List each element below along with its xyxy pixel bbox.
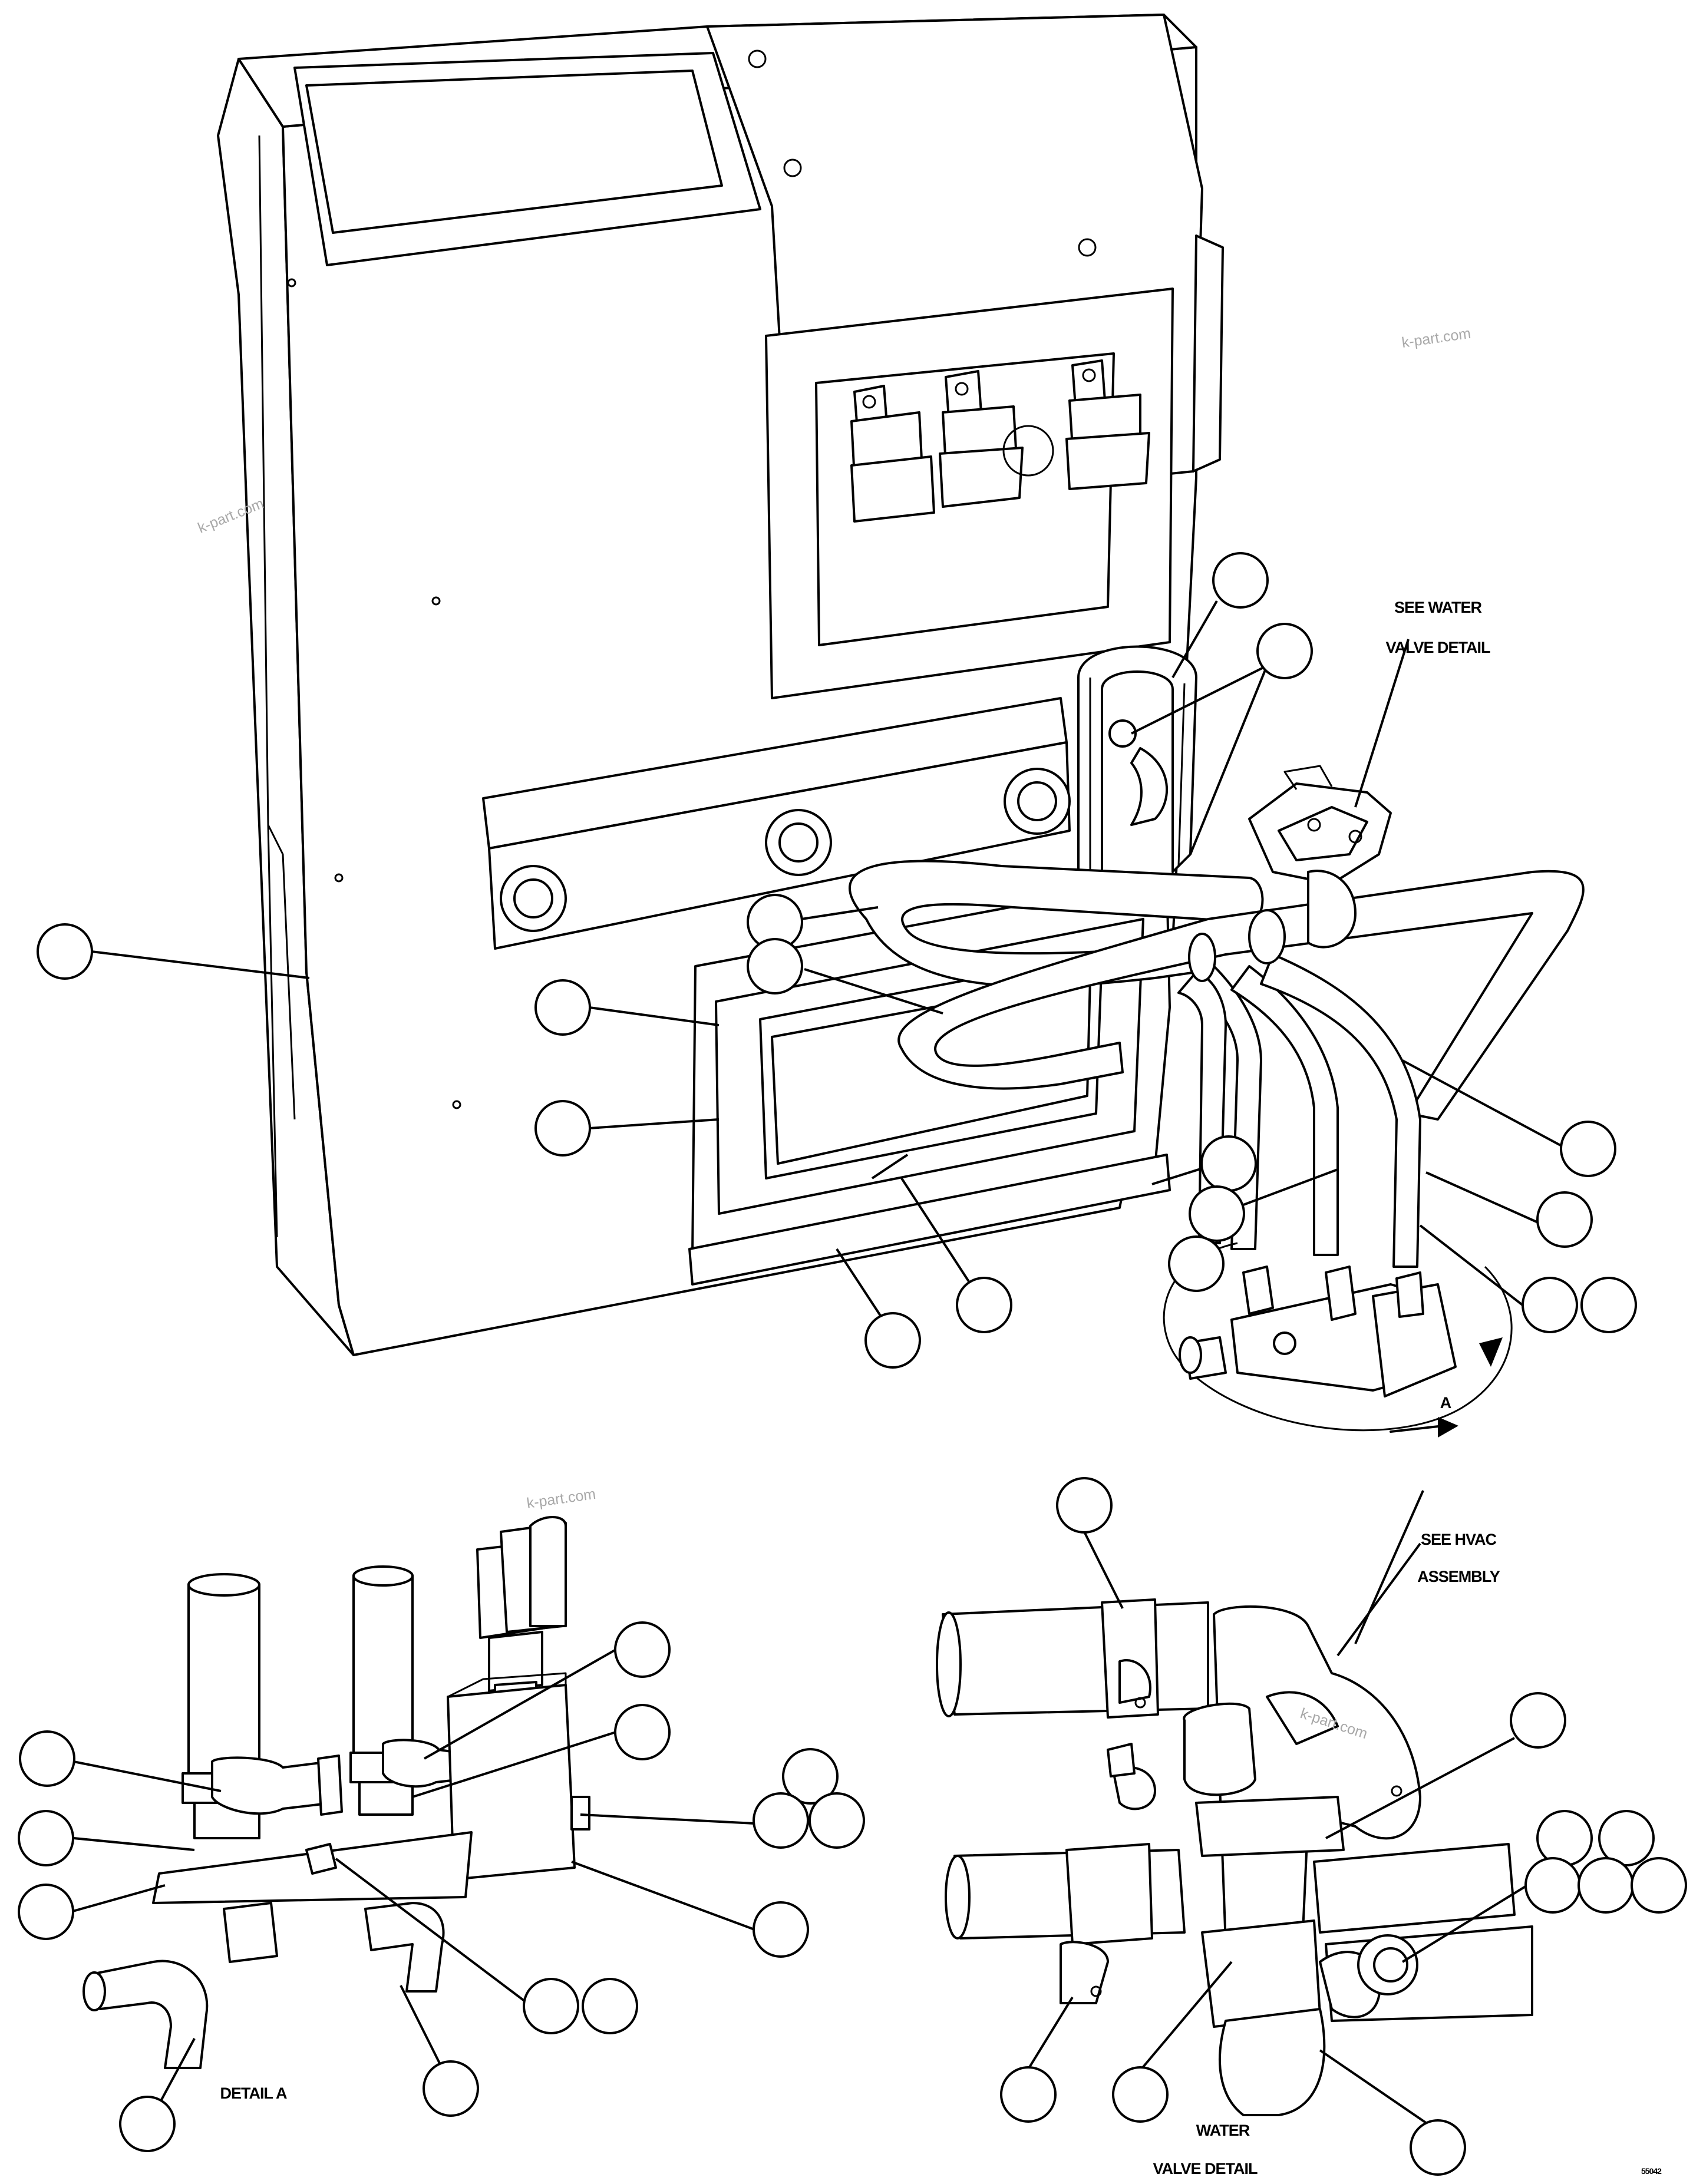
callout-bubble [19, 1730, 75, 1787]
callout-bubble [423, 2060, 479, 2117]
callout-bubble [1112, 2066, 1169, 2123]
callout-bubble [1522, 1277, 1578, 1333]
callout-bubble [1168, 1235, 1225, 1292]
callout-bubble [523, 1978, 579, 2034]
callout-bubble [1510, 1692, 1566, 1749]
callout-bubble [1212, 552, 1269, 609]
callout-bubble [1000, 2066, 1057, 2123]
callout-bubble [1536, 1191, 1593, 1248]
callout-bubble [753, 1792, 809, 1849]
text-labels: SEE WATER VALVE DETAIL A SEE HVAC ASSEMB… [220, 599, 1663, 2178]
callout-bubble [864, 1312, 921, 1369]
callout-bubble [18, 1810, 74, 1866]
watermark: k-part.com [1401, 325, 1472, 351]
callout-bubble [1536, 1810, 1593, 1866]
callout-bubble [782, 1748, 839, 1805]
callout-bubble [1560, 1121, 1616, 1177]
callout-bubble [956, 1277, 1012, 1333]
callout-bubble [747, 938, 803, 994]
callout-bubble [37, 923, 93, 980]
water-valve-detail-title: WATER [1196, 2122, 1250, 2139]
see-hvac-label: ASSEMBLY [1417, 1568, 1500, 1585]
callout-bubble [1580, 1277, 1637, 1333]
callout-bubble [1524, 1857, 1581, 1914]
callout-bubble [808, 1792, 865, 1849]
callout-bubble [18, 1884, 74, 1940]
callout-bubble [1256, 623, 1313, 679]
callout-bubble [753, 1901, 809, 1958]
water-valve-detail-title: VALVE DETAIL [1153, 2160, 1258, 2178]
detail-a-circle [1163, 1242, 1513, 1438]
callout-bubble [1410, 2119, 1466, 2176]
callout-bubble [1578, 1857, 1634, 1914]
see-hvac-label: SEE HVAC [1421, 1531, 1497, 1548]
callout-bubble [1200, 1135, 1257, 1192]
callout-bubble [1056, 1477, 1113, 1534]
callout-bubbles [18, 552, 1687, 2176]
watermark: k-part.com [526, 1486, 597, 1512]
callout-bubble [614, 1704, 671, 1760]
detail-a-title: DETAIL A [220, 2084, 288, 2102]
water-valve-detail-assembly [936, 1598, 1533, 2116]
callout-bubble [582, 1978, 638, 2034]
drawing-number: 55042 [1641, 2166, 1662, 2176]
callout-bubble [1189, 1185, 1245, 1242]
callout-bubble [1631, 1857, 1687, 1914]
relays [850, 359, 1150, 523]
hvac-housing [217, 14, 1224, 1356]
see-water-valve-label: VALVE DETAIL [1386, 639, 1491, 656]
bracket-bolts [500, 768, 1071, 932]
callout-bubble [119, 2096, 176, 2152]
see-water-valve-label: SEE WATER [1394, 599, 1482, 616]
detail-a-assembly [82, 1516, 590, 2069]
callout-bubble [1598, 1810, 1655, 1866]
callout-bubble [534, 979, 591, 1036]
view-a-label: A [1440, 1394, 1451, 1412]
callout-bubble [614, 1621, 671, 1678]
callout-bubble [534, 1100, 591, 1157]
water-valve [1248, 765, 1392, 949]
